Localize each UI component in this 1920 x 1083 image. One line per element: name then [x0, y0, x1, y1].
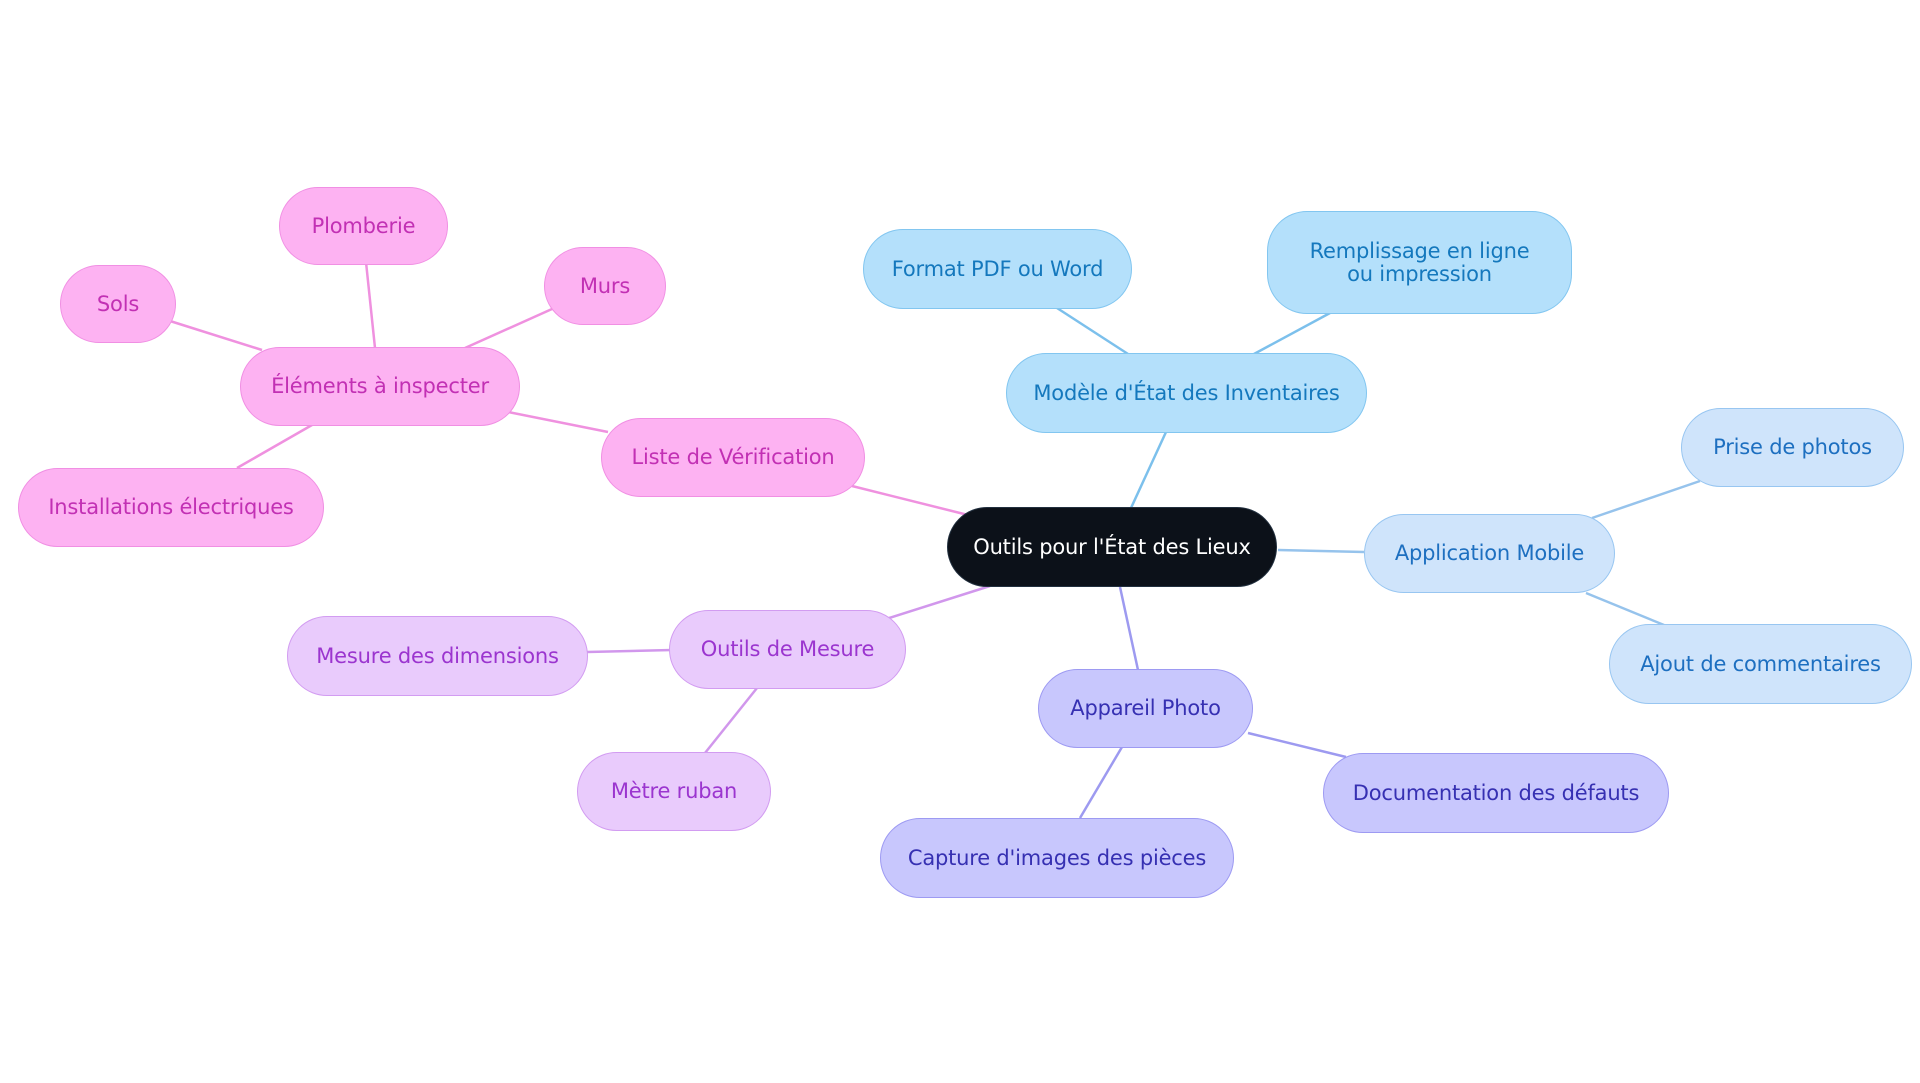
edge-elements-plomberie — [364, 261, 377, 349]
node-liste-verification[interactable]: Liste de Vérification — [601, 418, 865, 497]
node-elements-a-inspecter[interactable]: Éléments à inspecter — [240, 347, 520, 426]
root-node[interactable]: Outils pour l'État des Lieux — [947, 507, 1277, 587]
node-murs[interactable]: Murs — [544, 247, 666, 325]
edge-elements-elec — [236, 423, 313, 470]
node-outils-de-mesure[interactable]: Outils de Mesure — [669, 610, 906, 689]
edge-mesure-metre — [704, 687, 758, 754]
edge-root-verification — [851, 484, 969, 517]
node-application-mobile[interactable]: Application Mobile — [1364, 514, 1615, 593]
node-prise-de-photos[interactable]: Prise de photos — [1681, 408, 1904, 487]
edge-root-mesure — [888, 584, 991, 620]
edge-app-commentaires — [1585, 591, 1665, 627]
edge-elements-sols — [169, 319, 263, 352]
edge-root-photo — [1118, 586, 1140, 671]
node-metre-ruban[interactable]: Mètre ruban — [577, 752, 771, 831]
node-plomberie[interactable]: Plomberie — [279, 187, 448, 265]
node-capture-images-pieces[interactable]: Capture d'images des pièces — [880, 818, 1234, 898]
node-installations-electriques[interactable]: Installations électriques — [18, 468, 324, 547]
node-documentation-des-defauts[interactable]: Documentation des défauts — [1323, 753, 1669, 833]
node-mesure-des-dimensions[interactable]: Mesure des dimensions — [287, 616, 588, 696]
edge-app-photos — [1591, 479, 1701, 520]
node-ajout-de-commentaires[interactable]: Ajout de commentaires — [1609, 624, 1912, 704]
node-appareil-photo[interactable]: Appareil Photo — [1038, 669, 1253, 748]
edge-root-application — [1277, 548, 1365, 554]
edge-mesure-dimensions — [586, 648, 673, 654]
edge-photo-capture — [1078, 746, 1124, 819]
node-modele-etat-inventaires[interactable]: Modèle d'État des Inventaires — [1006, 353, 1367, 433]
edge-modele-remplissage — [1253, 311, 1331, 356]
node-remplissage[interactable]: Remplissage en ligne ou impression — [1267, 211, 1572, 314]
node-format-pdf-word[interactable]: Format PDF ou Word — [863, 229, 1132, 309]
edge-verification-elements — [507, 410, 609, 434]
edge-root-modele — [1129, 431, 1168, 509]
edge-modele-format — [1056, 306, 1129, 356]
edge-elements-murs — [464, 307, 553, 350]
edge-photo-documentation — [1247, 731, 1347, 759]
node-sols[interactable]: Sols — [60, 265, 176, 343]
